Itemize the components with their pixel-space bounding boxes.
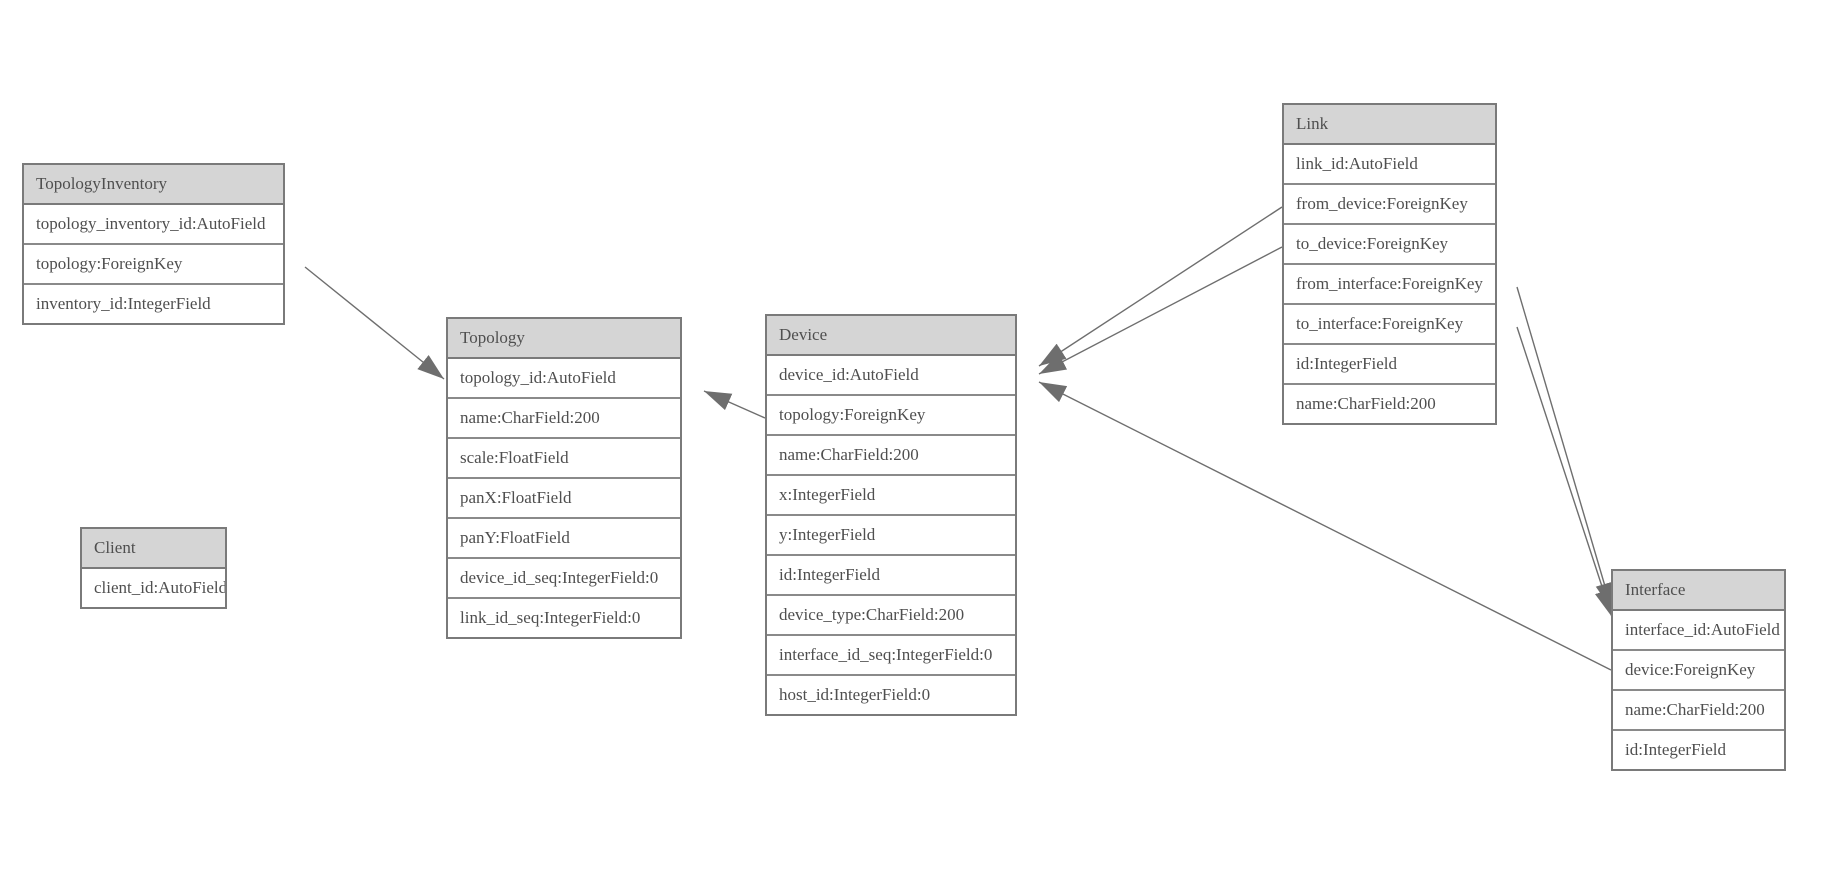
entity-field: to_device:ForeignKey bbox=[1284, 225, 1495, 265]
entity-field: name:CharField:200 bbox=[1284, 385, 1495, 423]
entity-field: interface_id:AutoField bbox=[1613, 611, 1784, 651]
entity-title: Topology bbox=[448, 319, 680, 359]
entity-field: panY:FloatField bbox=[448, 519, 680, 559]
entity-field: name:CharField:200 bbox=[448, 399, 680, 439]
edge-link-to_device--device-device_id bbox=[1038, 246, 1283, 375]
entity-field: host_id:IntegerField:0 bbox=[767, 676, 1015, 714]
entity-topology-inventory: TopologyInventory topology_inventory_id:… bbox=[22, 163, 285, 325]
entity-link: Link link_id:AutoField from_device:Forei… bbox=[1282, 103, 1497, 425]
entity-title: Link bbox=[1284, 105, 1495, 145]
entity-field: from_device:ForeignKey bbox=[1284, 185, 1495, 225]
entity-field: interface_id_seq:IntegerField:0 bbox=[767, 636, 1015, 676]
entity-field: device_id_seq:IntegerField:0 bbox=[448, 559, 680, 599]
edge-interface-device--device-device_id bbox=[1038, 381, 1612, 671]
entity-field: client_id:AutoField bbox=[82, 569, 225, 607]
entity-field: id:IntegerField bbox=[767, 556, 1015, 596]
entity-field: link_id_seq:IntegerField:0 bbox=[448, 599, 680, 637]
entity-field: topology:ForeignKey bbox=[24, 245, 283, 285]
entity-field: from_interface:ForeignKey bbox=[1284, 265, 1495, 305]
entity-title: Device bbox=[767, 316, 1015, 356]
entity-field: topology_inventory_id:AutoField bbox=[24, 205, 283, 245]
entity-topology: Topology topology_id:AutoField name:Char… bbox=[446, 317, 682, 639]
entity-field: x:IntegerField bbox=[767, 476, 1015, 516]
entity-field: scale:FloatField bbox=[448, 439, 680, 479]
entity-field: name:CharField:200 bbox=[767, 436, 1015, 476]
entity-device: Device device_id:AutoField topology:Fore… bbox=[765, 314, 1017, 716]
edge-link-from_device--device-device_id bbox=[1038, 206, 1283, 367]
entity-title: Client bbox=[82, 529, 225, 569]
entity-field: to_interface:ForeignKey bbox=[1284, 305, 1495, 345]
entity-field: inventory_id:IntegerField bbox=[24, 285, 283, 323]
edge-topologyinventory-topology--topology-topology_id bbox=[304, 266, 445, 380]
edge-device-topology--topology-topology_id bbox=[703, 390, 766, 419]
entity-field: id:IntegerField bbox=[1613, 731, 1784, 769]
entity-title: TopologyInventory bbox=[24, 165, 283, 205]
edge-link-to_interface--interface-interface_id bbox=[1516, 326, 1613, 618]
entity-field: topology_id:AutoField bbox=[448, 359, 680, 399]
entity-field: id:IntegerField bbox=[1284, 345, 1495, 385]
entity-field: link_id:AutoField bbox=[1284, 145, 1495, 185]
entity-interface: Interface interface_id:AutoField device:… bbox=[1611, 569, 1786, 771]
entity-field: topology:ForeignKey bbox=[767, 396, 1015, 436]
edge-link-from_interface--interface-interface_id bbox=[1516, 286, 1614, 611]
entity-title: Interface bbox=[1613, 571, 1784, 611]
entity-field: device_id:AutoField bbox=[767, 356, 1015, 396]
entity-field: device_type:CharField:200 bbox=[767, 596, 1015, 636]
entity-field: name:CharField:200 bbox=[1613, 691, 1784, 731]
entity-client: Client client_id:AutoField bbox=[80, 527, 227, 609]
entity-field: device:ForeignKey bbox=[1613, 651, 1784, 691]
entity-field: y:IntegerField bbox=[767, 516, 1015, 556]
entity-field: panX:FloatField bbox=[448, 479, 680, 519]
